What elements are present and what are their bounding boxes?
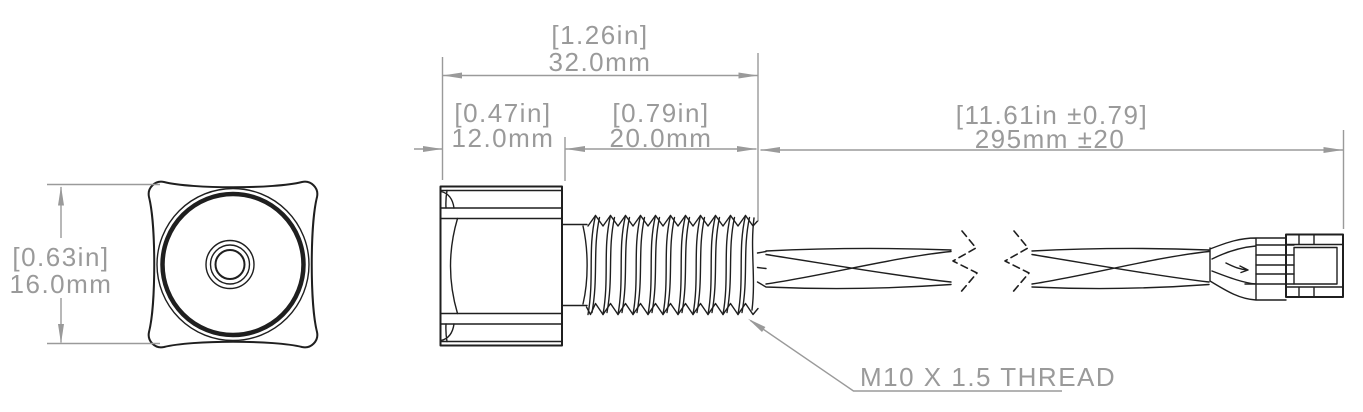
dim-thread-metric: 20.0mm	[610, 123, 713, 153]
dim-height-metric: 16.0mm	[10, 269, 113, 299]
arrowhead	[748, 318, 766, 332]
arrowhead	[737, 146, 757, 152]
arrowhead	[58, 186, 64, 206]
front-view-hex-body-outline	[147, 180, 319, 349]
front-view-tip-ring-middle	[209, 244, 251, 285]
cable	[756, 230, 1210, 294]
arrowhead	[738, 72, 758, 79]
hex-head-outline	[439, 185, 563, 347]
hex-head-facet-lines	[439, 189, 563, 343]
dimension-text: [1.26in] 32.0mm [0.47in] 12.0mm [0.79in]…	[10, 20, 1148, 392]
thread-bottom-crests	[585, 302, 759, 316]
dim-head-imperial: [0.47in]	[454, 98, 551, 128]
hex-head-chamfer-arcs	[440, 189, 459, 343]
arrowhead	[760, 147, 780, 153]
dim-height-imperial: [0.63in]	[12, 242, 109, 272]
dim-overall-imperial: [1.26in]	[551, 20, 648, 50]
arrowhead	[58, 324, 64, 344]
front-view-tip-ring-inner	[214, 249, 246, 280]
thread-flank-lines	[582, 214, 755, 316]
arrowhead	[565, 146, 585, 152]
cable-break-line-left	[952, 230, 978, 294]
extension-lines	[47, 53, 1345, 345]
dim-overall-metric: 32.0mm	[549, 47, 652, 77]
dim-cable-imperial: [11.61in ±0.79]	[956, 100, 1148, 130]
arrowhead	[442, 72, 462, 79]
crimp-contact-lines	[1244, 244, 1295, 285]
dimensions	[47, 53, 1345, 392]
thread-spec-label: M10 X 1.5 THREAD	[860, 362, 1116, 392]
dim-cable-metric: 295mm ±20	[975, 124, 1126, 154]
connector-assembly	[1209, 233, 1344, 301]
front-view-bold-circle	[160, 191, 306, 338]
front-view-tip-ring-outer	[205, 239, 255, 290]
front-view-outer-circle	[156, 187, 310, 342]
twisted-pair-segment-1	[756, 247, 952, 290]
connector-flange-lines	[1285, 233, 1344, 298]
dim-thread-imperial: [0.79in]	[612, 98, 709, 128]
cable-break-line-right	[1004, 230, 1030, 294]
dim-head-metric: 12.0mm	[452, 123, 555, 153]
side-view-thread-section	[561, 214, 759, 316]
arrowhead	[423, 146, 443, 152]
front-view	[147, 180, 319, 349]
connector-inner-body	[1293, 246, 1338, 285]
wire-fanout	[1209, 237, 1287, 301]
thread-leader-line	[750, 319, 1062, 392]
shank-outline	[561, 223, 588, 307]
twisted-pair-segment-2	[1031, 247, 1210, 290]
arrowhead	[1323, 147, 1343, 153]
side-view-hex-head	[439, 185, 563, 347]
